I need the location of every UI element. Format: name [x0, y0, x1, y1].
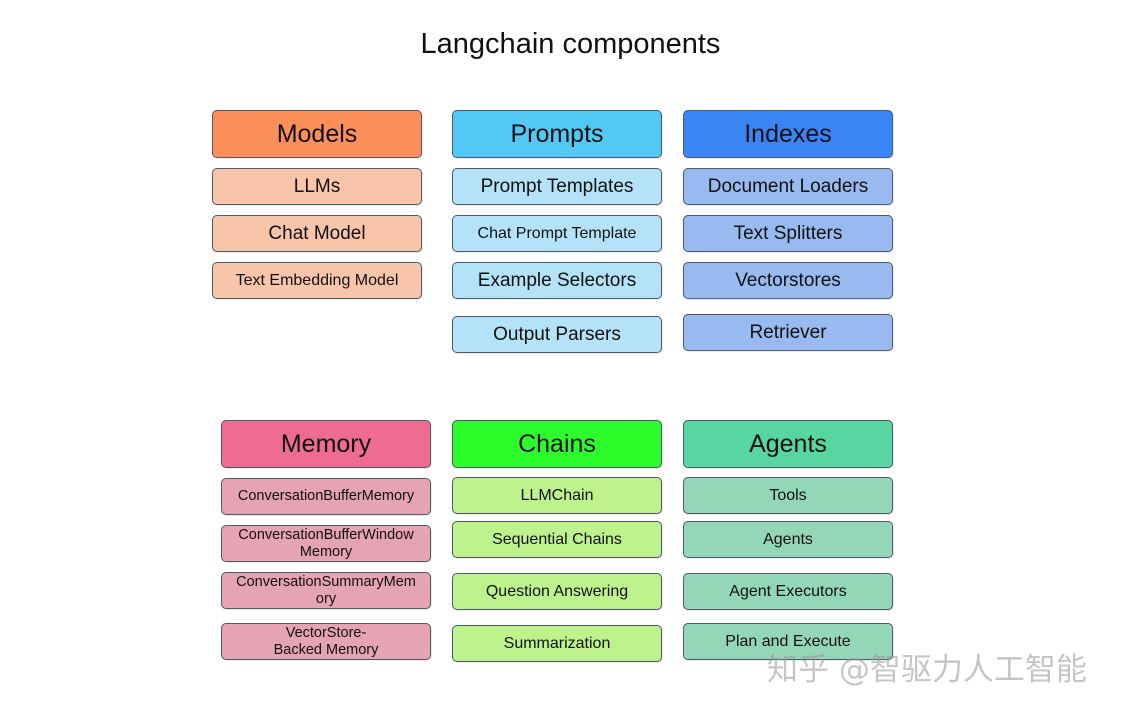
chains-item-llmchain: LLMChain: [452, 477, 662, 514]
chains-item-summarization: Summarization: [452, 625, 662, 662]
indexes-item-retriever: Retriever: [683, 314, 893, 351]
memory-header: Memory: [221, 420, 431, 468]
memory-item-conversation-buffer-window-memory: ConversationBufferWindow Memory: [221, 525, 431, 562]
agents-item-tools: Tools: [683, 477, 893, 514]
watermark: 知乎 @智驱力人工智能: [767, 652, 1087, 688]
prompts-item-example-selectors: Example Selectors: [452, 262, 662, 299]
models-item-text-embedding-model: Text Embedding Model: [212, 262, 422, 299]
prompts-item-output-parsers: Output Parsers: [452, 316, 662, 353]
agents-header: Agents: [683, 420, 893, 468]
prompts-item-prompt-templates: Prompt Templates: [452, 168, 662, 205]
chains-item-sequential-chains: Sequential Chains: [452, 521, 662, 558]
memory-item-vectorstore-backed-memory: VectorStore-Backed Memory: [221, 623, 431, 660]
indexes-item-document-loaders: Document Loaders: [683, 168, 893, 205]
agents-item-agent-executors: Agent Executors: [683, 573, 893, 610]
models-item-chat-model: Chat Model: [212, 215, 422, 252]
chains-header: Chains: [452, 420, 662, 468]
indexes-header: Indexes: [683, 110, 893, 158]
prompts-item-chat-prompt-template: Chat Prompt Template: [452, 215, 662, 252]
agents-item-plan-and-execute: Plan and Execute: [683, 623, 893, 660]
agents-item-agents: Agents: [683, 521, 893, 558]
models-header: Models: [212, 110, 422, 158]
chains-item-question-answering: Question Answering: [452, 573, 662, 610]
indexes-item-text-splitters: Text Splitters: [683, 215, 893, 252]
memory-item-conversation-buffer-memory: ConversationBufferMemory: [221, 478, 431, 515]
models-item-llms: LLMs: [212, 168, 422, 205]
prompts-header: Prompts: [452, 110, 662, 158]
diagram-title: Langchain components: [420, 28, 721, 60]
indexes-item-vectorstores: Vectorstores: [683, 262, 893, 299]
memory-item-conversation-summary-memory: ConversationSummaryMem ory: [221, 572, 431, 609]
